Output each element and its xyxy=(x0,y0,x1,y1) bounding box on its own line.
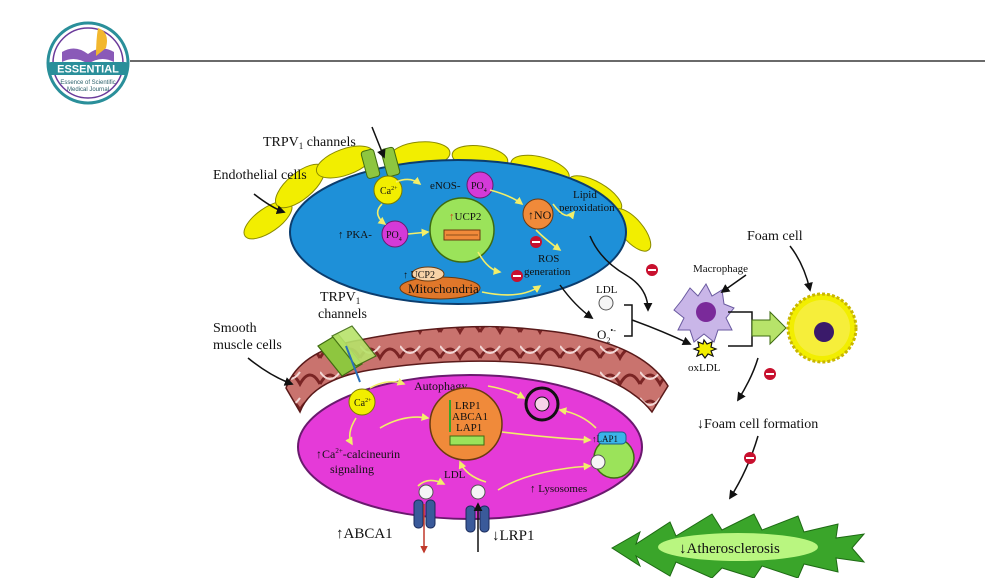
foam-cell-formation-label: ↓Foam cell formation xyxy=(697,417,818,432)
signal-arrows-top xyxy=(376,176,576,296)
smooth-muscle-label-1: Smooth xyxy=(213,321,257,336)
enos-label: eNOS- xyxy=(430,180,461,192)
logo-tagline-1: Essence of Scientific xyxy=(60,80,115,86)
ldl-bottom-label: LDL xyxy=(444,469,466,481)
ca2-top-label: Ca2+ xyxy=(380,186,398,197)
logo-tagline-2: Medical Journal xyxy=(67,87,109,93)
calcineurin-label: ↑Ca2+-calcineurin xyxy=(316,447,400,461)
trpv1-channel-top xyxy=(360,146,401,179)
signaling-label: signaling xyxy=(330,462,374,476)
atherosclerosis-label: ↓Atherosclerosis xyxy=(679,541,780,557)
ros-label-1: ROS xyxy=(538,253,559,265)
abca1-transporter xyxy=(413,499,436,554)
macrophage-label: Macrophage xyxy=(693,263,748,275)
po4-top-label: PO4 xyxy=(471,181,487,194)
trpv1-channel-bottom xyxy=(317,325,377,383)
lipid-peroxidation-label-2: peroxidation xyxy=(559,202,615,214)
foam-cell-label: Foam cell xyxy=(747,229,803,244)
abca1-bottom-label: ↑ABCA1 xyxy=(336,526,393,542)
trpv1-channels-bottom-label-2: channels xyxy=(318,307,367,322)
ucp2-small-label: ↑ UCP2 xyxy=(403,270,435,281)
oxldl-particle xyxy=(692,338,718,359)
smooth-muscle-label-2: muscle cells xyxy=(213,338,282,353)
lap1-label: LAP1 xyxy=(456,422,482,434)
muscle-tissue-band xyxy=(285,325,669,414)
autophagosome xyxy=(524,386,560,422)
open-book-icon xyxy=(62,48,114,64)
trpv1-channels-bottom-label-1: TRPV1 xyxy=(320,290,360,306)
journal-logo: ESSENTIAL Essence of Scientific Medical … xyxy=(46,21,130,105)
inhibit-markers-top xyxy=(511,236,658,282)
foam-cell xyxy=(786,292,858,364)
lrp1-bottom-label: ↓LRP1 xyxy=(492,528,535,544)
lap1-small-label: ↑LAP1 xyxy=(592,434,618,444)
transform-arrow xyxy=(751,310,787,346)
pathway-arrows-right xyxy=(559,235,692,346)
o2-label: O2•- xyxy=(597,326,616,345)
quill-icon xyxy=(96,28,107,56)
oxldl-label: oxLDL xyxy=(688,362,721,374)
pka-label: ↑ PKA- xyxy=(338,229,372,241)
macrophage xyxy=(673,283,735,343)
ros-label-2: generation xyxy=(524,266,571,278)
mitochondria-label: Mitochondria xyxy=(408,281,479,296)
po4-pka-label: PO4 xyxy=(386,230,402,243)
ldl-right-label: LDL xyxy=(596,284,618,296)
ca2-bottom-label: Ca2+ xyxy=(354,398,372,409)
logo-name: ESSENTIAL xyxy=(57,64,119,76)
endothelial-cells-label: Endothelial cells xyxy=(213,168,307,183)
signal-arrows-bottom xyxy=(345,378,597,491)
trpv1-channels-top-label: TRPV1 channels xyxy=(263,135,356,151)
lrp1-label: LRP1 xyxy=(455,400,481,412)
lysosomes-label: ↑ Lysosomes xyxy=(530,483,587,495)
ucp2-top-label: ↑UCP2 xyxy=(449,211,481,223)
no-label: ↑NO xyxy=(528,208,552,222)
atherosclerosis-burst xyxy=(611,513,866,578)
lrp1-receptor xyxy=(465,502,490,552)
lipid-peroxidation-label-1: Lipid xyxy=(573,189,597,201)
abca1-label: ABCA1 xyxy=(452,411,488,423)
